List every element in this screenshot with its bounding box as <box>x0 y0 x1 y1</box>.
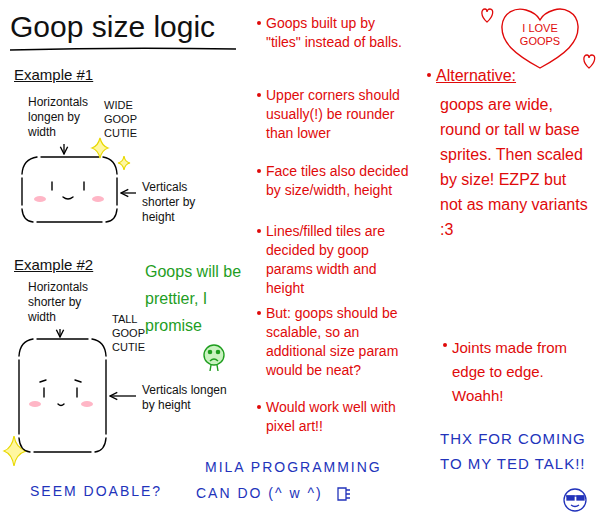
annotation: Verticals shorter by height <box>142 180 228 225</box>
closing-note: MILA PROGRAMMING <box>205 458 395 476</box>
closing-note: CAN DO (^ w ^) <box>196 484 346 502</box>
heart-text: I LOVE GOOPS <box>516 4 564 48</box>
bullet-note: Would work well with pixel art!! <box>266 398 412 436</box>
tall-goop <box>19 339 106 452</box>
alternative-note: goops are wide, round or tall w base spr… <box>440 92 588 242</box>
bullet-note: Joints made from edge to edge. Woahh! <box>452 336 592 408</box>
bullet-note: Goops built up by "tiles" instead of bal… <box>266 14 412 52</box>
promise-note: Goops will be prettier, I promise <box>145 258 245 339</box>
goop-caption: WIDE GOOP CUTIE <box>104 98 160 140</box>
sparkles <box>4 138 130 466</box>
example-heading: Example #2 <box>14 256 124 274</box>
title-underline <box>10 48 236 50</box>
heart-node: I LOVE GOOPS <box>498 4 582 72</box>
width-arrow <box>63 144 64 154</box>
closing-note: SEEM DOABLE? <box>30 482 180 500</box>
width-arrow <box>59 329 60 337</box>
bullet-note: But: goops should be scalable, so an add… <box>266 304 412 380</box>
fist-doodle <box>338 488 350 500</box>
bullet-note: Face tiles also decided by size/width, h… <box>266 162 412 200</box>
title-text: Goop size logic <box>10 10 215 44</box>
worried-face <box>204 345 224 371</box>
wide-goop <box>22 157 117 222</box>
example-heading: Example #1 <box>14 66 124 84</box>
bullet-note: Lines/filled tiles are decided by goop p… <box>266 222 412 298</box>
annotation: Verticals longen by height <box>142 383 228 413</box>
height-arrow <box>110 395 136 396</box>
height-arrow <box>121 192 136 193</box>
annotation: Horizontals longen by width <box>28 95 100 140</box>
cool-face <box>564 489 586 511</box>
closing-note: THX FOR COMING TO MY TED TALK!! <box>440 426 590 476</box>
bullet-note: Upper corners should usually(!) be round… <box>266 86 412 143</box>
alternative-heading: Alternative: <box>436 66 576 86</box>
annotation: Horizontals shorter by width <box>28 280 100 325</box>
